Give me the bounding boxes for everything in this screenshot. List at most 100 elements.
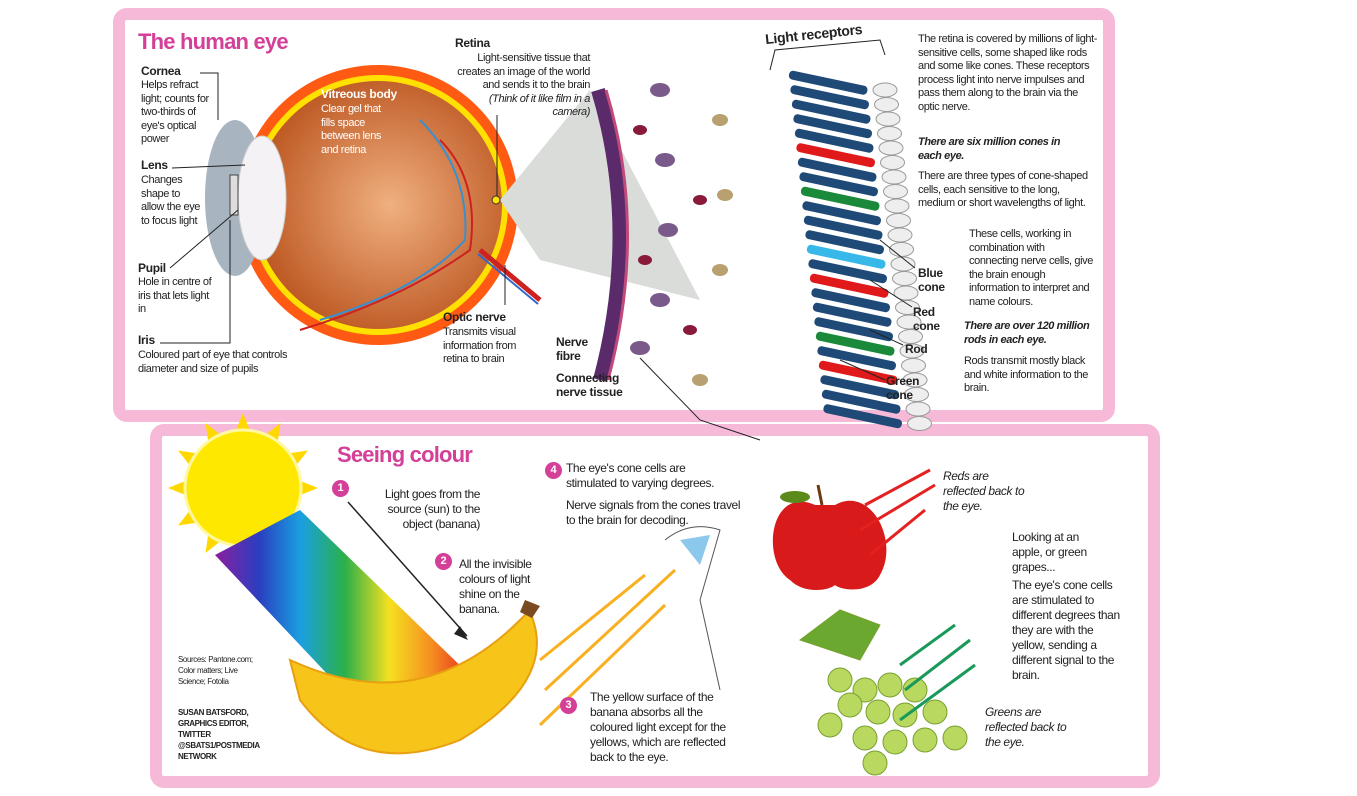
iris-label: Iris [138,333,155,347]
step-1-text: Light goes from the source (sun) to the … [384,487,481,531]
rod-label: Rod [905,342,928,356]
cornea-desc: Helps refract light; counts for two-thir… [141,79,209,145]
pigment-cell [872,82,898,98]
receptor-rows [788,70,932,431]
sun-ray [297,479,318,497]
human-eye-title: The human eye [138,29,289,54]
rod-cell [808,259,888,284]
looking-text-2: The eye's cone cells are stimulated to d… [1012,578,1120,682]
vitreous-desc: Clear gel that fills space between lens … [321,103,382,156]
pigment-cell [899,343,925,359]
nerve-fibre-label: Nerve fibre [556,335,588,363]
side-text-4: These cells, working in combination with… [969,228,1093,308]
red-cone-label: Red cone [913,305,940,333]
seeing-colour-title: Seeing colour [337,442,473,467]
pigment-cell [878,140,904,156]
pigment-cell [901,358,926,373]
rod-cell [803,215,883,240]
looking-text-1: Looking at an apple, or green grapes... [1012,530,1087,574]
step-3-text: The yellow surface of the banana absorbs… [590,690,726,764]
pigment-cell [907,416,932,431]
step-4-text: The eye's cone cells are stimulated to v… [566,461,715,490]
side-text-2: There are six million cones in each eye. [918,136,1061,162]
step-2-text: All the invisible colours of light shine… [459,557,532,616]
pigment-cell [896,314,922,330]
rod-cell [812,302,892,327]
pupil-label: Pupil [138,261,166,275]
pigment-cell [877,126,902,141]
rod-cell [802,201,882,226]
step-3-badge: 3 [560,697,577,714]
rod-cell [794,128,874,153]
rod-cell [799,172,879,197]
rod-cell [821,389,901,414]
step-4-text-2: Nerve signals from the cones travel to t… [566,498,741,527]
cone-cell [806,244,886,269]
grapes [798,609,968,776]
rod-cell [788,70,868,95]
cone-cell [809,273,889,298]
pigment-cell [892,271,917,286]
side-text-3: There are three types of cone-shaped cel… [918,170,1088,209]
rod-cell [823,404,903,429]
lens-label: Lens [141,158,168,172]
rod-cell [817,346,897,371]
apple [772,484,887,590]
side-text-6: Rods transmit mostly black and white inf… [964,355,1088,394]
rod-cell [797,157,877,182]
pigment-cell [881,169,907,185]
pigment-cell [902,372,928,388]
pigment-cell [880,155,905,170]
optic-nerve-desc: Transmits visual information from retina… [443,326,517,365]
retina-note: (Think of it like film in a camera) [488,92,590,119]
lens-shape [237,135,287,261]
connecting-tissue-label: Connecting nerve tissue [556,371,623,399]
rainbow-beam [215,510,475,730]
cone-cell [815,331,895,356]
cornea-label: Cornea [141,64,181,78]
step-1-badge: 1 [332,480,349,497]
rod-cell [791,99,871,124]
step-2-badge: 2 [435,553,452,570]
pigment-cell [898,329,923,344]
reds-text: Reds are reflected back to the eye. [943,469,1025,513]
rod-cell [811,288,891,313]
rod-cell [805,230,885,255]
banana [288,606,538,755]
pigment-cell [887,227,913,243]
arrow-sun-to-banana [347,501,468,637]
pigment-cell [884,198,910,214]
side-text-1: The retina is covered by millions of lig… [918,33,1098,113]
sources: Sources: Pantone.com; Color matters; Liv… [178,655,253,686]
retina-desc: Light-sensitive tissue that creates an i… [455,52,590,120]
green-reflection-arrows [899,623,976,722]
pigment-cell [874,97,899,112]
rod-cell [793,114,873,139]
pigment-cell [905,401,931,417]
green-cone-label: Green cone [886,374,920,402]
pigment-cell [893,285,919,301]
side-text-5: There are over 120 million rods in each … [964,320,1090,346]
sun-ray [234,413,252,434]
retina-desc-text: Light-sensitive tissue that creates an i… [457,52,590,91]
pigment-cell [895,300,920,315]
red-reflection-arrows [859,468,936,557]
magnification-cone [500,90,700,300]
greens-text: Greens are reflected back to the eye. [985,705,1067,749]
credit: SUSAN BATSFORD, GRAPHICS EDITOR, TWITTER… [178,708,260,761]
pigment-cell [889,242,914,257]
retina-label: Retina [455,36,490,50]
pigment-cell [904,387,929,402]
rod-cell [820,375,900,400]
iris-desc: Coloured part of eye that controls diame… [138,349,288,375]
rod-cell [814,317,894,342]
step-4-badge: 4 [545,462,562,479]
cone-cell [818,360,898,385]
pigment-cell [875,111,901,127]
blue-cone-label: Blue cone [918,266,945,294]
optic-nerve-label: Optic nerve [443,310,506,324]
pigment-cell [890,256,916,272]
rod-cell [790,85,870,110]
eye-profile [664,526,721,691]
